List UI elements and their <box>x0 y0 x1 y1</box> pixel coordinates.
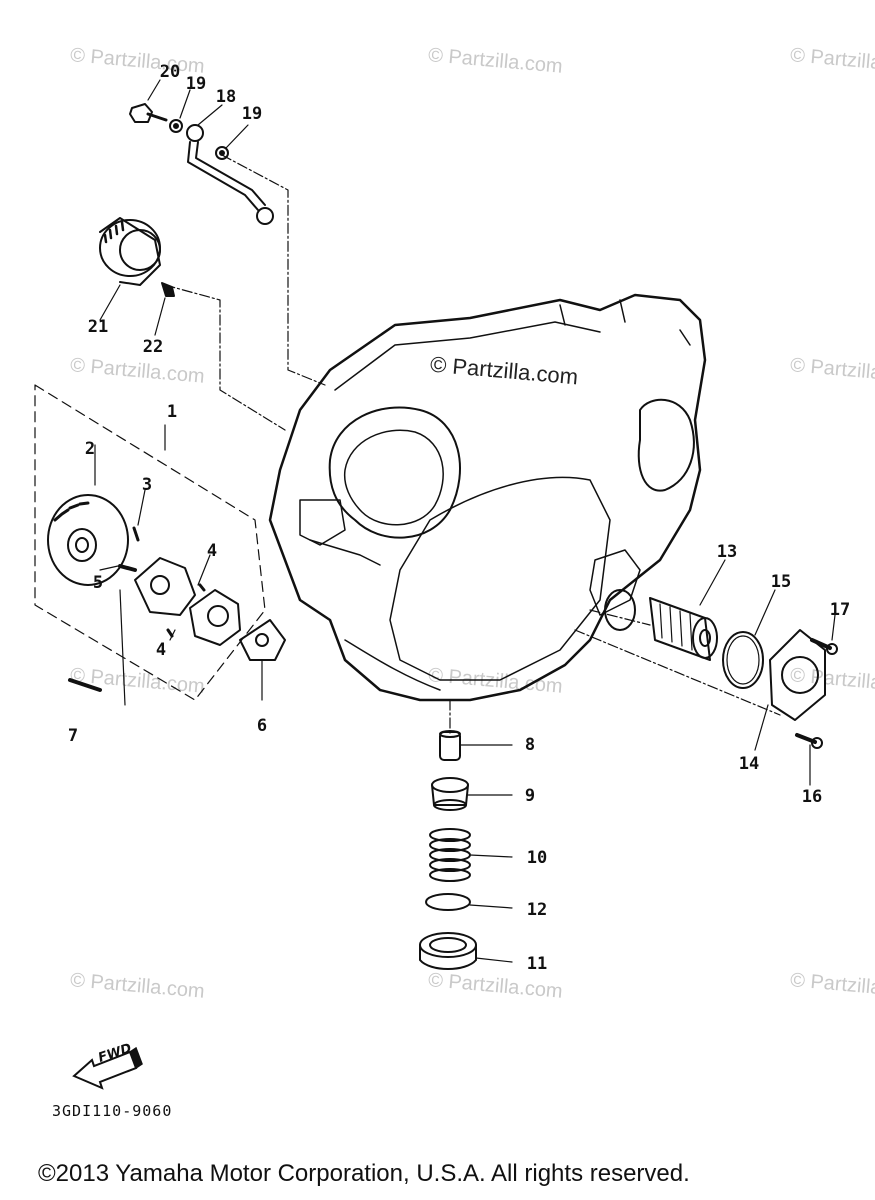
callout-11: 11 <box>526 954 548 974</box>
crankcase-cover <box>268 293 707 702</box>
callout-7: 7 <box>67 726 79 746</box>
callout-1: 1 <box>166 402 178 422</box>
callout-9: 9 <box>524 786 536 806</box>
filter-cover-14 <box>769 629 826 721</box>
spring-10 <box>429 828 471 882</box>
bolt-20 <box>129 103 168 123</box>
cap-11 <box>419 932 477 970</box>
screw-5 <box>118 564 137 572</box>
callout-12: 12 <box>526 900 548 920</box>
pin-4 <box>166 628 174 638</box>
callout-4: 4 <box>206 541 218 561</box>
o-ring-12 <box>425 893 471 911</box>
callout-13: 13 <box>716 542 738 562</box>
diagram-code: 3GDI110-9060 <box>52 1102 173 1120</box>
pin-4 <box>198 583 206 592</box>
callout-4: 4 <box>155 640 167 660</box>
copyright-notice: ©2013 Yamaha Motor Corporation, U.S.A. A… <box>38 1160 690 1187</box>
collar-8 <box>439 730 461 761</box>
o-ring-15 <box>722 631 764 689</box>
oil-pump-gear-2 <box>47 494 129 586</box>
callout-18: 18 <box>215 87 237 107</box>
oil-pump-assembly-outline <box>34 384 266 701</box>
callout-22: 22 <box>142 337 164 357</box>
callout-14: 14 <box>738 754 760 774</box>
callout-6: 6 <box>256 716 268 736</box>
washer-19 <box>169 119 183 133</box>
callout-8: 8 <box>524 735 536 755</box>
callout-19: 19 <box>241 104 263 124</box>
washer-19 <box>215 146 229 160</box>
screw-7 <box>68 678 102 692</box>
key-22 <box>161 282 175 297</box>
leader-lines <box>164 154 781 736</box>
plug-9 <box>431 777 469 811</box>
oil-filter-13 <box>604 589 718 661</box>
callout-16: 16 <box>801 787 823 807</box>
oil-pipe-18 <box>186 124 274 225</box>
callout-21: 21 <box>87 317 109 337</box>
callout-5: 5 <box>92 573 104 593</box>
callout-15: 15 <box>770 572 792 592</box>
callout-17: 17 <box>829 600 851 620</box>
callout-3: 3 <box>141 475 153 495</box>
drive-gear-21 <box>99 217 161 286</box>
callout-leaders <box>459 744 513 963</box>
gasket-6 <box>239 619 286 661</box>
callout-19: 19 <box>185 74 207 94</box>
oil-pump-body <box>134 557 241 646</box>
pin-3 <box>132 526 140 542</box>
callout-20: 20 <box>159 62 181 82</box>
callout-10: 10 <box>526 848 548 868</box>
callout-2: 2 <box>84 439 96 459</box>
forward-arrow-icon <box>72 1046 143 1090</box>
